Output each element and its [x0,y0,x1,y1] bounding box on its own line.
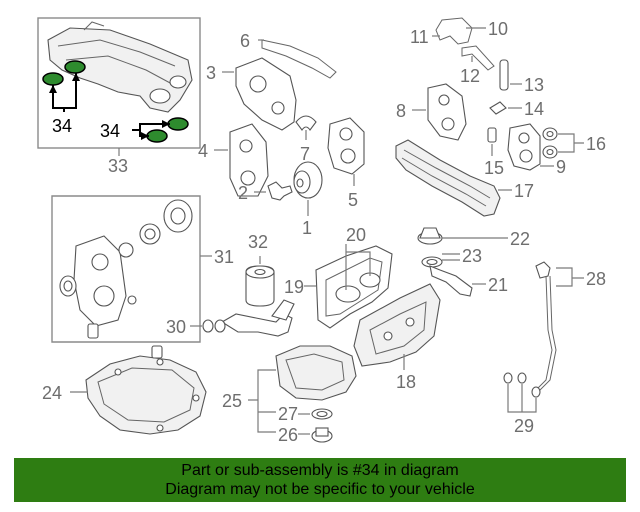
dowel-13[interactable] [499,59,509,91]
callout-25: 25 [222,391,242,411]
callout-17: 17 [514,181,534,201]
callout-9: 9 [556,157,566,177]
callout-28: 28 [586,269,606,289]
callout-26: 26 [278,425,298,445]
callout-34a-leader [49,73,80,112]
cam-cover-5[interactable] [327,117,365,175]
callout-33: 33 [108,156,128,176]
timing-cover-8[interactable] [427,83,467,141]
callout-24: 24 [42,383,62,403]
callout-29: 29 [514,416,534,436]
callout-1: 1 [302,218,312,238]
seal-7[interactable] [295,115,317,131]
timing-gasket-6[interactable] [261,39,337,79]
callout-13: 13 [524,75,544,95]
callout-10: 10 [488,19,508,39]
gasket-34-lower[interactable] [146,129,168,143]
callout-3: 3 [206,63,216,83]
orings-29 [503,372,541,398]
oil-pan-24[interactable] [85,345,207,435]
callout-34a: 34 [52,116,72,136]
timing-chain-guide-10[interactable] [435,17,473,45]
oil-filler-cap-22[interactable] [417,227,443,245]
callout-15: 15 [484,158,504,178]
oil-pan-upper-18[interactable] [353,283,441,367]
info-banner: Part or sub-assembly is #34 in diagram D… [14,458,626,502]
callout-29-leader [507,384,537,413]
timing-cover-lower-4[interactable] [229,123,269,197]
oil-strainer-30[interactable] [220,299,295,337]
pulley-bolt-2[interactable] [267,181,293,201]
callout-19: 19 [284,277,304,297]
oil-pan-lower-25[interactable] [275,345,357,401]
callout-23: 23 [462,246,482,266]
callout-28-leader [556,267,584,287]
crank-pulley-1[interactable] [293,161,323,199]
callout-2: 2 [238,183,248,203]
callout-31: 31 [214,247,234,267]
clip-14[interactable] [489,101,507,115]
oil-pump-assembly[interactable] [59,199,193,339]
callout-34b: 34 [100,121,120,141]
callout-16: 16 [586,134,606,154]
gasket-34-left[interactable] [42,72,64,86]
callout-32: 32 [248,232,268,252]
callout-5: 5 [348,190,358,210]
parts-diagram: 34 34 33 3 6 7 4 5 1 2 [37,17,606,445]
timing-belt-17[interactable] [395,139,501,217]
oil-baffle-19[interactable] [315,245,393,329]
seals-16[interactable] [542,127,558,159]
callout-16-leader [558,133,584,153]
callout-34b-leader [132,120,170,140]
callout-20-leader [345,244,371,290]
gasket-34-upper[interactable] [167,117,189,131]
banner-line-2: Diagram may not be specific to your vehi… [165,481,475,498]
dipstick-28[interactable] [533,261,557,393]
callout-20: 20 [346,225,366,245]
callout-22: 22 [510,229,530,249]
timing-cover-upper-3[interactable] [235,57,297,131]
gasket-27[interactable] [311,408,333,420]
callout-7: 7 [300,144,310,164]
callout-8: 8 [396,101,406,121]
callout-18: 18 [396,372,416,392]
callout-30: 30 [166,317,186,337]
chain-guide-12[interactable] [461,45,495,71]
drain-plug-26[interactable] [311,427,333,443]
banner-line-1: Part or sub-assembly is #34 in diagram [181,462,459,479]
callout-6: 6 [240,31,250,51]
oring-30 [202,319,226,333]
callout-4: 4 [198,141,208,161]
callout-11: 11 [410,27,429,47]
callout-27: 27 [278,404,298,424]
cam-cover-9[interactable] [507,123,541,171]
callout-12: 12 [460,66,480,86]
intake-manifold[interactable] [47,21,193,113]
callout-25-leader [248,369,276,433]
oil-filler-pipe-21[interactable] [429,265,473,297]
callout-21: 21 [488,275,508,295]
bolt-15[interactable] [487,127,497,143]
seal-23[interactable] [421,256,443,268]
callout-23-leader [442,253,460,261]
oil-filter-32[interactable] [245,265,275,307]
callout-14: 14 [524,99,544,119]
gasket-34-right[interactable] [64,60,86,74]
